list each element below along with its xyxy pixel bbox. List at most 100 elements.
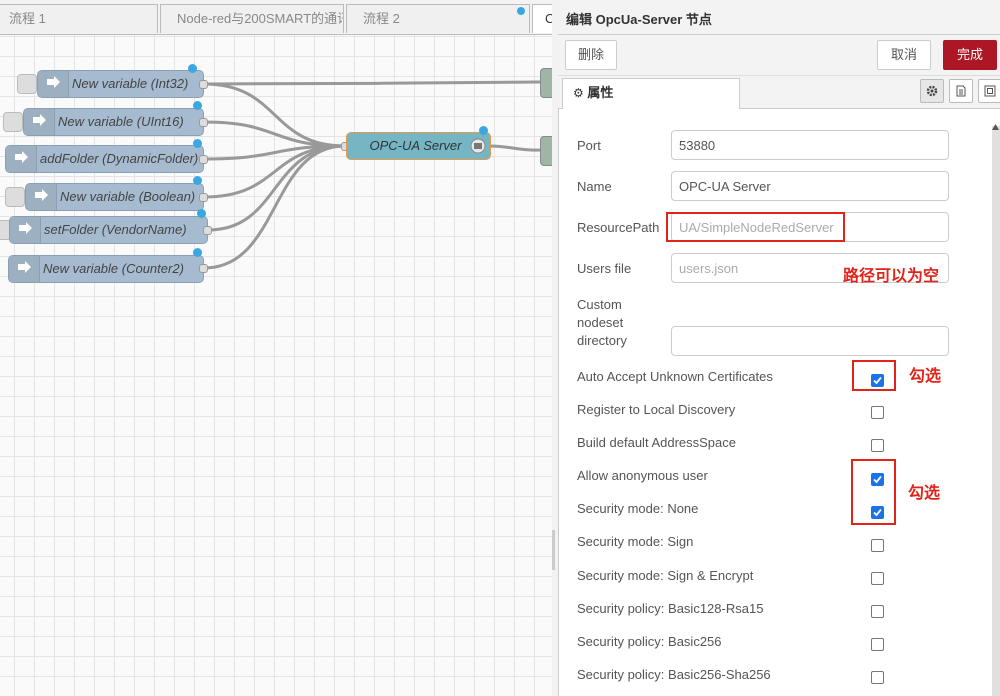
gear-icon: ⚙ (573, 86, 584, 100)
wire (207, 144, 346, 232)
tab-current[interactable]: C (532, 4, 553, 33)
annotation-check-note-2: 勾选 (908, 483, 941, 502)
inject-node-counter2[interactable]: New variable (Counter2) (8, 255, 204, 283)
tab-properties[interactable]: ⚙ 属性 (562, 78, 740, 109)
inject-node-addfolder[interactable]: addFolder (DynamicFolder) (5, 145, 204, 173)
tab-flow-1[interactable]: 流程 1 (0, 4, 158, 33)
resource-path-input[interactable] (671, 212, 949, 242)
build-address-space-checkbox[interactable] (871, 439, 884, 452)
output-port[interactable] (199, 193, 208, 202)
flow-canvas[interactable]: New variable (Int32) New variable (UInt1… (0, 35, 553, 696)
node-label: New variable (Counter2) (43, 261, 184, 276)
wires (203, 80, 541, 270)
flow-workspace: 流程 1 Node-red与200SMART的通讯 流程 2 C New var… (0, 0, 553, 696)
policy-basic256-label: Security policy: Basic256 (577, 634, 722, 649)
resize-grip[interactable] (552, 530, 555, 570)
cancel-button[interactable]: 取消 (877, 40, 931, 70)
register-discovery-checkbox[interactable] (871, 406, 884, 419)
node-label: OPC-UA Server (369, 138, 462, 153)
annotation-path-note: 路径可以为空 (843, 266, 940, 285)
wire (203, 82, 346, 148)
editor-tray: 编辑 OpcUa-Server 节点 删除 取消 完成 ⚙ 属性 Port Na… (552, 0, 1000, 696)
node-label: New variable (Int32) (72, 76, 189, 91)
name-input[interactable] (671, 171, 949, 201)
check-icon (873, 376, 882, 385)
inject-button[interactable] (5, 187, 25, 207)
inject-button[interactable] (17, 74, 37, 94)
done-button[interactable]: 完成 (943, 40, 997, 70)
node-label: setFolder (VendorName) (44, 222, 187, 237)
users-file-input[interactable] (671, 253, 949, 283)
frame-icon (984, 85, 996, 97)
wire (203, 144, 346, 270)
custom-nodeset-label-line3: directory (577, 333, 627, 348)
tray-toolbar: 删除 取消 完成 (558, 35, 1000, 76)
allow-anonymous-checkbox[interactable] (871, 473, 884, 486)
register-discovery-label: Register to Local Discovery (577, 402, 736, 417)
inject-node-uint16[interactable]: New variable (UInt16) (23, 108, 204, 136)
tab-changed-dot (517, 7, 525, 15)
description-tab-button[interactable] (949, 79, 973, 103)
policy-basic256-checkbox[interactable] (871, 638, 884, 651)
check-icon (873, 475, 882, 484)
tab-label: C (545, 11, 553, 26)
check-icon (873, 508, 882, 517)
port-label: Port (577, 138, 601, 153)
custom-nodeset-label-line1: Custom (577, 297, 622, 312)
arrow-icon (26, 184, 57, 210)
output-port[interactable] (199, 155, 208, 164)
auto-accept-label: Auto Accept Unknown Certificates (577, 369, 773, 384)
tray-resize-handle[interactable] (552, 0, 559, 696)
properties-form: Port Name ResourcePath Users file Custom… (558, 109, 1000, 696)
custom-nodeset-input[interactable] (671, 326, 949, 356)
delete-button[interactable]: 删除 (565, 40, 617, 70)
output-port[interactable] (199, 118, 208, 127)
tray-header: 编辑 OpcUa-Server 节点 (558, 0, 1000, 35)
tray-title: 编辑 OpcUa-Server 节点 (566, 12, 712, 27)
wire (203, 80, 541, 86)
arrow-icon (24, 109, 55, 135)
security-mode-sign-encrypt-checkbox[interactable] (871, 572, 884, 585)
security-mode-none-checkbox[interactable] (871, 506, 884, 519)
changed-dot (193, 101, 202, 110)
security-mode-none-label: Security mode: None (577, 501, 699, 516)
downstream-node[interactable] (540, 136, 553, 166)
changed-dot (193, 176, 202, 185)
name-label: Name (577, 179, 612, 194)
file-text-icon (956, 85, 966, 97)
output-port[interactable] (199, 264, 208, 273)
inject-node-int32[interactable]: New variable (Int32) (37, 70, 204, 98)
policy-basic256-sha256-label: Security policy: Basic256-Sha256 (577, 667, 771, 682)
inject-node-boolean[interactable]: New variable (Boolean) (25, 183, 204, 211)
appearance-tab-button[interactable] (978, 79, 1000, 103)
tab-label: 流程 1 (9, 11, 46, 26)
scroll-up-icon[interactable] (992, 124, 999, 130)
security-mode-sign-checkbox[interactable] (871, 539, 884, 552)
policy-basic128-checkbox[interactable] (871, 605, 884, 618)
changed-dot (193, 139, 202, 148)
port-input[interactable] (671, 130, 949, 160)
tab-label: 流程 2 (363, 11, 400, 26)
tab-flow-2[interactable]: 流程 2 (346, 4, 530, 33)
allow-anonymous-label: Allow anonymous user (577, 468, 708, 483)
flow-tab-bar: 流程 1 Node-red与200SMART的通讯 流程 2 C (0, 0, 553, 35)
gear-icon (926, 85, 938, 97)
inject-node-setfolder[interactable]: setFolder (VendorName) (9, 216, 208, 244)
build-address-space-label: Build default AddressSpace (577, 435, 736, 450)
arrow-icon (10, 217, 41, 243)
opcua-server-node[interactable]: OPC-UA Server (346, 132, 491, 160)
output-port[interactable] (199, 80, 208, 89)
node-label: New variable (UInt16) (58, 114, 184, 129)
policy-basic256-sha256-checkbox[interactable] (871, 671, 884, 684)
tab-node-red-200smart[interactable]: Node-red与200SMART的通讯 (160, 4, 344, 33)
arrow-icon (38, 71, 69, 97)
changed-dot (193, 248, 202, 257)
downstream-node[interactable] (540, 68, 553, 98)
inject-button[interactable] (3, 112, 23, 132)
auto-accept-checkbox[interactable] (871, 374, 884, 387)
output-port[interactable] (203, 226, 212, 235)
security-mode-sign-encrypt-label: Security mode: Sign & Encrypt (577, 568, 754, 583)
settings-tab-button[interactable] (920, 79, 944, 103)
server-icon (470, 138, 486, 154)
tray-scrollbar[interactable] (992, 126, 1000, 696)
